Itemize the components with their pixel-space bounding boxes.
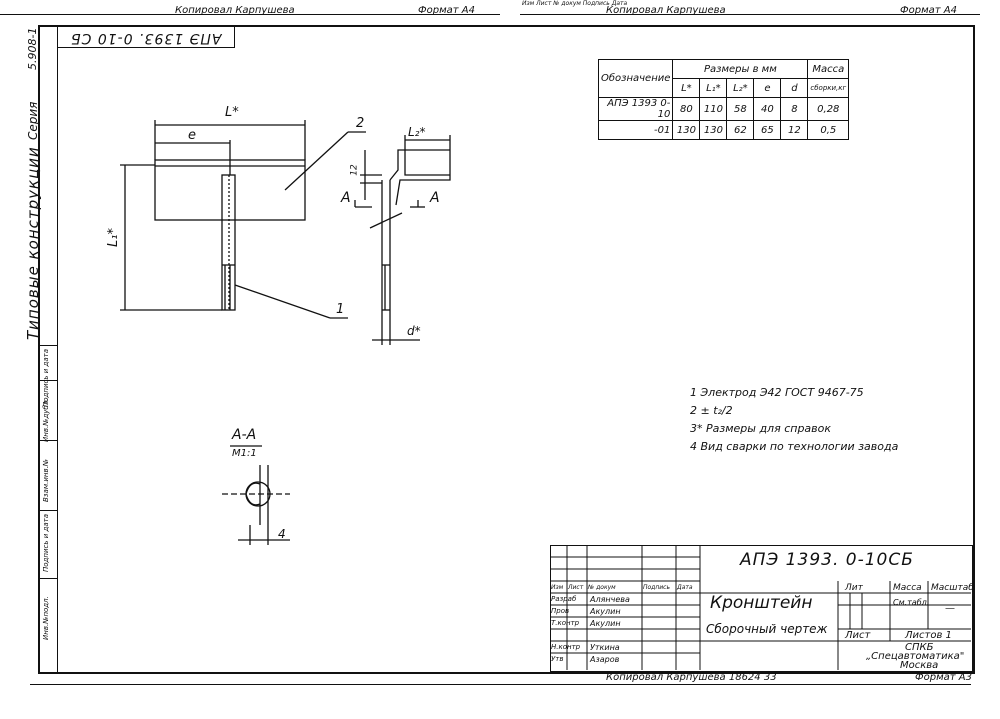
spec-header-mass: Масса (807, 59, 850, 79)
tb-scale-val: — (945, 603, 955, 614)
leader-side (369, 212, 403, 229)
label-A-right: A (430, 190, 440, 206)
tb-mass: Масса (893, 583, 922, 593)
side-column-divider (38, 578, 57, 579)
tb-person-role: Пров (551, 607, 570, 615)
note-1: 1 Электрод Э42 ГОСТ 9467-75 (690, 386, 864, 399)
tb-person-role: Утв (551, 655, 564, 663)
spec-column-header: d (780, 78, 809, 98)
tb-mass-val: См.табл. (893, 598, 930, 607)
spec-header-desig: Обозначение (597, 59, 674, 98)
title-block-doc-type: Сборочный чертеж (706, 622, 828, 636)
label-L2: L₂* (408, 125, 426, 139)
side-stamp-code-box (58, 25, 235, 48)
top-strip-left-frame (0, 0, 500, 15)
spec-row-mass: 0,28 (807, 97, 850, 121)
tb-person-role: Н.контр (551, 643, 581, 651)
tb-person-name: Акулин (590, 619, 621, 628)
tb-header-col: Изм (551, 584, 564, 591)
label-d: d* (407, 324, 421, 338)
title-block-name: Кронштейн (710, 593, 813, 613)
tb-org-2: „Спецавтоматика" (866, 651, 965, 662)
spec-row-value: 8 (780, 97, 809, 121)
tb-sheet: Лист (845, 630, 871, 641)
section-weld-2 (245, 493, 261, 506)
tb-person-role: Разраб (551, 595, 577, 603)
footer-copied: Копировал Карпушева 18624 33 (606, 672, 777, 683)
tb-org-3: Москва (900, 660, 939, 671)
plate-bend-inner (395, 150, 451, 206)
top-right-small: Изм Лист № докум Подпись Дата (522, 0, 628, 7)
spec-row-value: 12 (780, 120, 809, 140)
label-pos-1: 1 (336, 302, 345, 317)
section-weld-1 (245, 482, 261, 495)
tb-scale: Масштаб (931, 583, 974, 593)
main-frame (38, 25, 975, 674)
tb-sheets: Листов 1 (905, 630, 952, 641)
tb-header-col: Лист (568, 584, 584, 591)
side-column-divider (38, 510, 57, 511)
tb-lit: Лит (845, 583, 863, 593)
label-L1: L₁* (105, 228, 121, 247)
tb-person-role: Т.контр (551, 619, 580, 627)
label-A-left: A (341, 190, 351, 206)
title-block-frame (550, 545, 973, 672)
tb-person-name: Акулин (590, 607, 621, 616)
title-block-grid (550, 545, 971, 670)
spec-row-desig: -01 (597, 120, 674, 140)
note-3: 3* Размеры для справок (690, 422, 832, 435)
top-right-copied: Копировал Карпушева (606, 5, 726, 16)
leader-2 (284, 131, 349, 191)
note-2: 2 ± t₂/2 (690, 404, 733, 417)
spec-row-mass: 0,5 (807, 120, 850, 140)
tb-person-name: Алянчева (590, 595, 630, 604)
footer-line (30, 684, 971, 685)
top-left-format: Формат А4 (418, 5, 475, 16)
note-4: 4 Вид сварки по технологии завода (690, 440, 899, 453)
spec-row-value: 58 (726, 97, 755, 121)
side-column-divider (38, 380, 57, 381)
side-column-divider (38, 440, 57, 441)
side-view (354, 135, 451, 345)
label-L: L* (225, 105, 239, 120)
front-view (120, 120, 366, 319)
top-right-format: Формат А4 (900, 5, 957, 16)
tb-person-name: Азаров (590, 655, 620, 664)
tb-header-col: Дата (677, 584, 693, 591)
label-weld-size: 4 (278, 527, 286, 541)
spec-row-desig: АПЭ 1393 0-10 (597, 97, 674, 121)
top-left-copied: Копировал Карпушева (175, 5, 295, 16)
tb-person-name: Уткина (590, 643, 620, 652)
leader-1 (234, 284, 331, 319)
side-column-line (57, 25, 58, 672)
top-strip-right-frame (520, 0, 980, 15)
title-block-code: АПЭ 1393. 0-10СБ (740, 550, 914, 570)
tb-header-col: № докум (588, 584, 616, 591)
label-section-title: А-А (232, 427, 257, 443)
label-dim-12: 12 (349, 164, 360, 176)
tb-org-1: СПКБ (905, 642, 934, 653)
label-pos-2: 2 (356, 116, 365, 131)
technical-notes: 1 Электрод Э42 ГОСТ 9467-75 2 ± t₂/2 3* … (690, 384, 898, 456)
section-view (222, 445, 290, 545)
label-section-scale: М1:1 (232, 448, 257, 459)
side-col-divider (38, 345, 57, 346)
label-e: e (188, 128, 196, 143)
spec-row-value: 80 (672, 97, 701, 121)
spec-table: Обозначение Размеры в мм Масса L*L₁*L₂*e… (597, 59, 850, 140)
tb-header-col: Подпись (643, 584, 670, 591)
footer-format: Формат А3 (915, 672, 972, 683)
plate-bend-outer (389, 149, 450, 181)
